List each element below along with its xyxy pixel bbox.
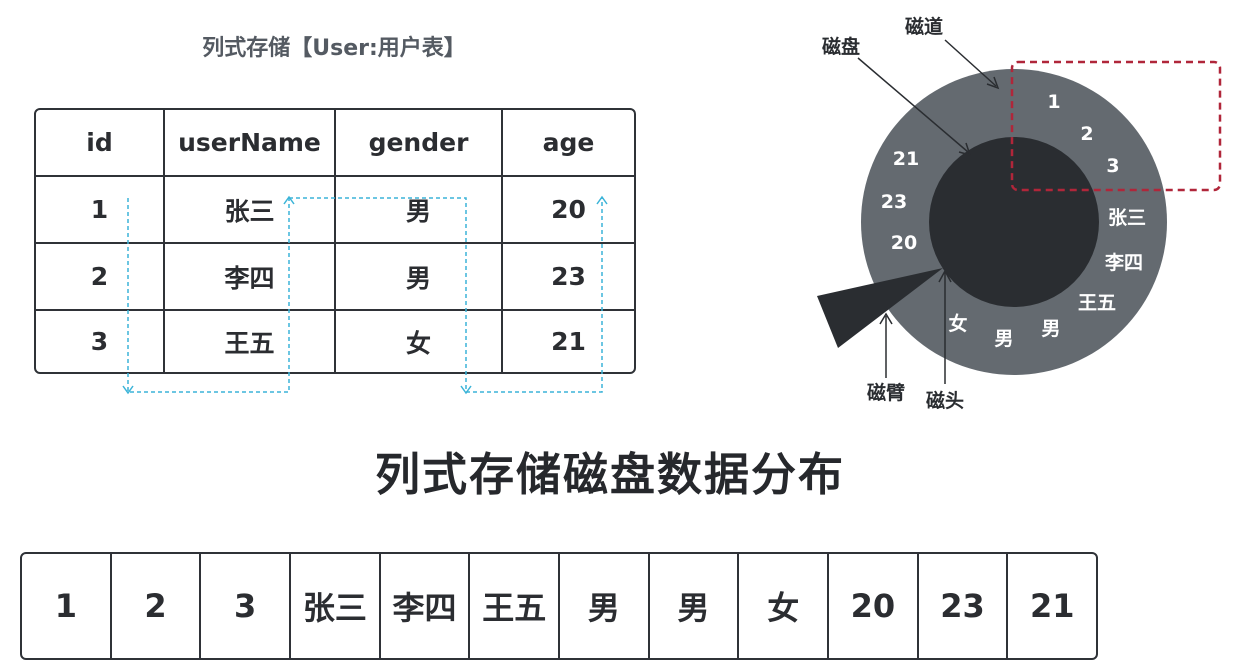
track-value: 李四 [1104,252,1143,274]
storage-cell: 3 [201,554,292,658]
track-value: 21 [893,148,919,170]
track-value: 20 [891,232,917,254]
table-cell: 23 [503,244,634,311]
storage-cell: 男 [650,554,740,658]
storage-cell: 2 [112,554,202,658]
table-cell: 21 [551,327,586,356]
column-header-age: age [503,110,634,177]
storage-cell: 1 [22,554,112,658]
track-value: 王五 [1078,292,1116,314]
column-header-username: userName [165,110,336,177]
track-value: 23 [881,191,907,213]
column-header-id: id [36,110,165,177]
track-value: 2 [1080,123,1093,145]
track-value: 张三 [1108,207,1146,229]
platter-pointer-line [857,57,969,153]
head-pointer-head [938,269,952,283]
track-value: 男 [994,328,1013,350]
storage-cell: 23 [919,554,1009,658]
arm-pointer-head [879,312,893,325]
table-cell: 1 [36,177,165,244]
table-cell: 男 [336,244,503,311]
arrowhead [122,385,134,395]
table-cell: 男 [336,177,503,244]
track-value: 1 [1047,91,1060,113]
table-cell: 3 [36,311,165,372]
arm-label: 磁臂 [867,381,905,404]
column-header-gender: gender [336,110,503,177]
disk-inner-hub [929,137,1099,307]
disk-diagram: 1 2 3 张三 李四 王五 男 男 女 21 23 20 磁道 磁盘 磁臂 磁… [817,15,1222,412]
table-title: 列式存储【User:用户表】 [202,36,466,61]
user-table: id userName gender age 1 张三 男 20 2 李四 男 … [34,108,636,374]
head-label: 磁头 [926,389,964,412]
arrowhead [460,385,472,395]
storage-cell: 男 [560,554,650,658]
storage-cell: 王五 [470,554,561,658]
table-cell: 20 [503,177,634,244]
storage-cell: 21 [1029,587,1075,625]
storage-cell: 20 [829,554,919,658]
table-cell: 女 [336,311,503,372]
track-value: 女 [948,312,967,335]
storage-cell: 女 [739,554,830,658]
disk-arm [817,268,943,348]
table-cell: 2 [36,244,165,311]
track-pointer-line [944,39,997,87]
storage-cell: 李四 [381,554,471,658]
table-cell: 王五 [165,311,336,372]
platter-pointer-head [958,142,972,157]
track-pointer-head [986,76,1000,90]
track-label: 磁道 [905,15,943,38]
track-highlight-box [1010,60,1222,192]
platter-label: 磁盘 [822,35,860,58]
track-value: 男 [1041,318,1060,340]
table-cell: 张三 [165,177,336,244]
storage-cell: 张三 [291,554,381,658]
table-cell: 李四 [165,244,336,311]
main-title: 列式存储磁盘数据分布 [374,448,845,501]
storage-strip: 1 2 3 张三 李四 王五 男 男 女 20 23 21 [20,552,1098,660]
track-value: 3 [1106,155,1119,177]
